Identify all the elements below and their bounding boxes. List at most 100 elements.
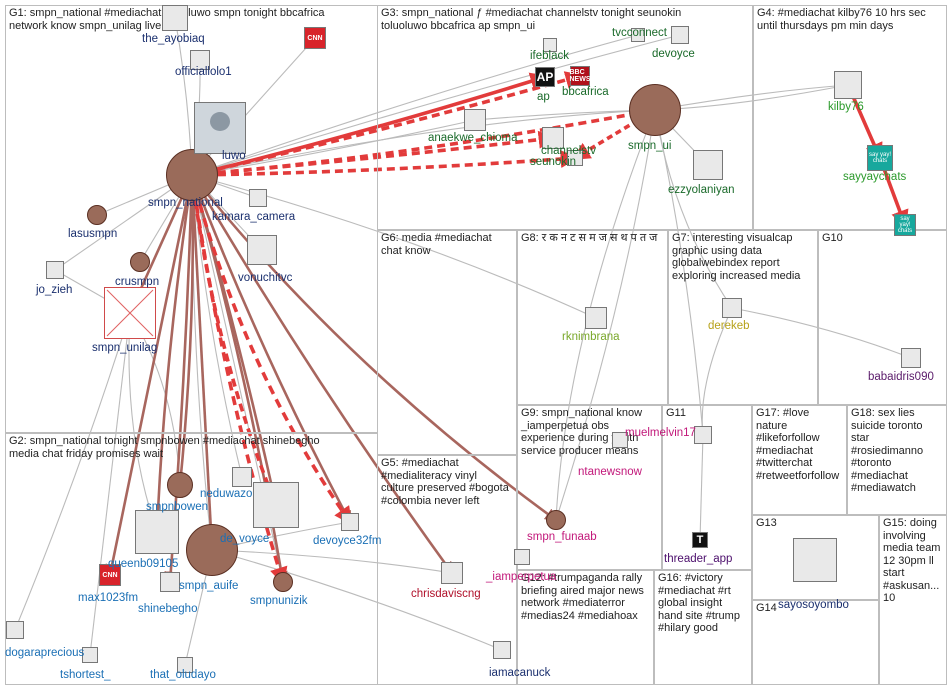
edge xyxy=(190,174,454,576)
label-devoyce32fm: devoyce32fm xyxy=(313,535,382,547)
node-neduwazo[interactable] xyxy=(232,467,252,487)
label-officiallolo1: officiallolo1 xyxy=(175,66,232,78)
node-bbcafrica[interactable]: BBC NEWS xyxy=(570,66,591,86)
node-threader-app[interactable]: T xyxy=(692,532,708,548)
group-title: G10 xyxy=(822,232,843,244)
edge xyxy=(191,71,584,177)
node-seunokin[interactable] xyxy=(542,127,564,149)
edge xyxy=(696,434,704,542)
node-devoyce32fm[interactable] xyxy=(341,513,359,531)
edge xyxy=(731,307,913,360)
edge xyxy=(571,108,656,160)
node-smpn-national[interactable] xyxy=(166,149,218,201)
label-crusmpn: crusmpn xyxy=(115,276,160,288)
node--iamperpetua[interactable] xyxy=(514,549,530,565)
node-iamacanuck[interactable] xyxy=(493,641,511,659)
group-title: G2: smpn_national tonight smpnbowen #med… xyxy=(9,435,320,460)
node-tvcconnect[interactable] xyxy=(631,28,645,42)
node-kamara-camera[interactable] xyxy=(249,189,267,207)
label-babaidris090: babaidris090 xyxy=(868,371,934,383)
node-sayosoyombo[interactable] xyxy=(793,538,837,582)
node-jo-zieh[interactable] xyxy=(46,261,64,279)
group-title: G14 xyxy=(756,602,777,614)
group-g14: G14 xyxy=(752,600,879,685)
node-officiallolo1[interactable] xyxy=(190,50,210,70)
node-babaidris090[interactable] xyxy=(901,348,921,368)
node-that-oludayo[interactable] xyxy=(177,657,193,673)
node-ezzyolaniyan[interactable] xyxy=(693,150,723,180)
group-g3: G3: smpn_national ƒ #mediachat channelst… xyxy=(377,5,753,230)
node-badge-text: T xyxy=(696,534,704,546)
edge xyxy=(211,549,504,652)
node-max1023fm[interactable]: CNN xyxy=(99,564,121,586)
node-devoyce[interactable] xyxy=(671,26,689,44)
label--iamperpetua: _iamperpetua xyxy=(486,571,557,583)
node-dogaraprecious[interactable] xyxy=(6,621,24,639)
label-smpn-national: smpn_national xyxy=(148,197,223,209)
node-shinebegho[interactable] xyxy=(160,572,180,592)
node-anaekwe-chioma[interactable] xyxy=(464,109,486,131)
node-lasusmpn[interactable] xyxy=(87,205,107,225)
node-de-voyce[interactable] xyxy=(253,482,299,528)
node-smpn-funaab[interactable] xyxy=(546,510,566,530)
node-the-ayobiaq[interactable] xyxy=(162,5,188,31)
edge xyxy=(190,174,353,525)
node-derekeb[interactable] xyxy=(722,298,742,318)
node-vonuchitvc[interactable] xyxy=(247,235,277,265)
node-crusmpn[interactable] xyxy=(130,252,150,272)
edge xyxy=(191,106,657,176)
label-queenb09105: queenb09105 xyxy=(108,558,179,570)
node-sayyaychats[interactable]: say yay! chats xyxy=(867,145,893,171)
edge xyxy=(654,109,706,437)
group-g13: G13 xyxy=(752,515,879,600)
node-badge-text: say yay! chats xyxy=(868,152,891,164)
node-muelmelvin17[interactable] xyxy=(694,426,712,444)
node-luwo[interactable] xyxy=(194,102,246,154)
node-channelstv[interactable] xyxy=(567,150,583,166)
group-g4: G4: #mediachat kilby76 10 hrs sec until … xyxy=(753,5,947,230)
node-kilby76[interactable] xyxy=(834,71,862,99)
label-kilby76: kilby76 xyxy=(828,101,864,113)
group-title: G5: #mediachat #medialiteracy vinyl cult… xyxy=(381,457,509,507)
edge xyxy=(191,117,477,176)
node-cnnx[interactable]: CNN xyxy=(304,27,326,49)
node-ntanewsnow[interactable] xyxy=(612,432,628,448)
group-title: G16: #victory #mediachat #rt global insi… xyxy=(658,572,740,634)
node-smpnbowen[interactable] xyxy=(167,472,193,498)
edge xyxy=(13,312,131,632)
label-shinebegho: shinebegho xyxy=(138,603,198,615)
node-smpn-auife[interactable] xyxy=(186,524,238,576)
node-tshortest-[interactable] xyxy=(82,647,98,663)
node-queenb09105[interactable] xyxy=(135,510,179,554)
edge xyxy=(87,312,131,657)
group-title: G15: doing involving media team 12 30pm … xyxy=(883,517,941,604)
label-anaekwe-chioma: anaekwe_chioma xyxy=(428,132,518,144)
label-devoyce: devoyce xyxy=(652,48,695,60)
group-title: G13 xyxy=(756,517,777,529)
label-threader-app: threader_app xyxy=(664,553,733,565)
label-muelmelvin17: muelmelvin17 xyxy=(625,427,696,439)
edge xyxy=(191,150,579,177)
group-title: G6: media #mediachat chat know xyxy=(381,232,492,257)
node-ifeblack[interactable] xyxy=(543,38,557,52)
node-s4b[interactable]: say yay! chats xyxy=(894,214,916,236)
label-kamara-camera: kamara_camera xyxy=(212,211,296,223)
label-derekeb: derekeb xyxy=(708,320,750,332)
label-vonuchitvc: vonuchitvc xyxy=(238,272,293,284)
node-ap[interactable]: AP xyxy=(535,67,555,87)
node-chrisdaviscng[interactable] xyxy=(441,562,463,584)
label-bbcafrica: bbcafrica xyxy=(562,86,609,98)
node-smpnunizik[interactable] xyxy=(273,572,293,592)
node-smpn-ui[interactable] xyxy=(629,84,681,136)
group-title: G18: sex lies suicide toronto star #rosi… xyxy=(851,407,924,494)
label-ap: ap xyxy=(537,91,550,103)
node-rknimbrana[interactable] xyxy=(585,307,607,329)
label-smpnunizik: smpnunizik xyxy=(250,595,308,607)
node-smpn-unilag[interactable] xyxy=(104,287,156,339)
label-tshortest-: tshortest_ xyxy=(60,669,111,681)
group-g10: G10 xyxy=(818,230,947,405)
group-g8: G8: र क न ट स म ज स थ प त ज xyxy=(517,230,668,405)
label-sayosoyombo: sayosoyombo xyxy=(778,599,849,611)
label-smpn-funaab: smpn_funaab xyxy=(527,531,597,543)
